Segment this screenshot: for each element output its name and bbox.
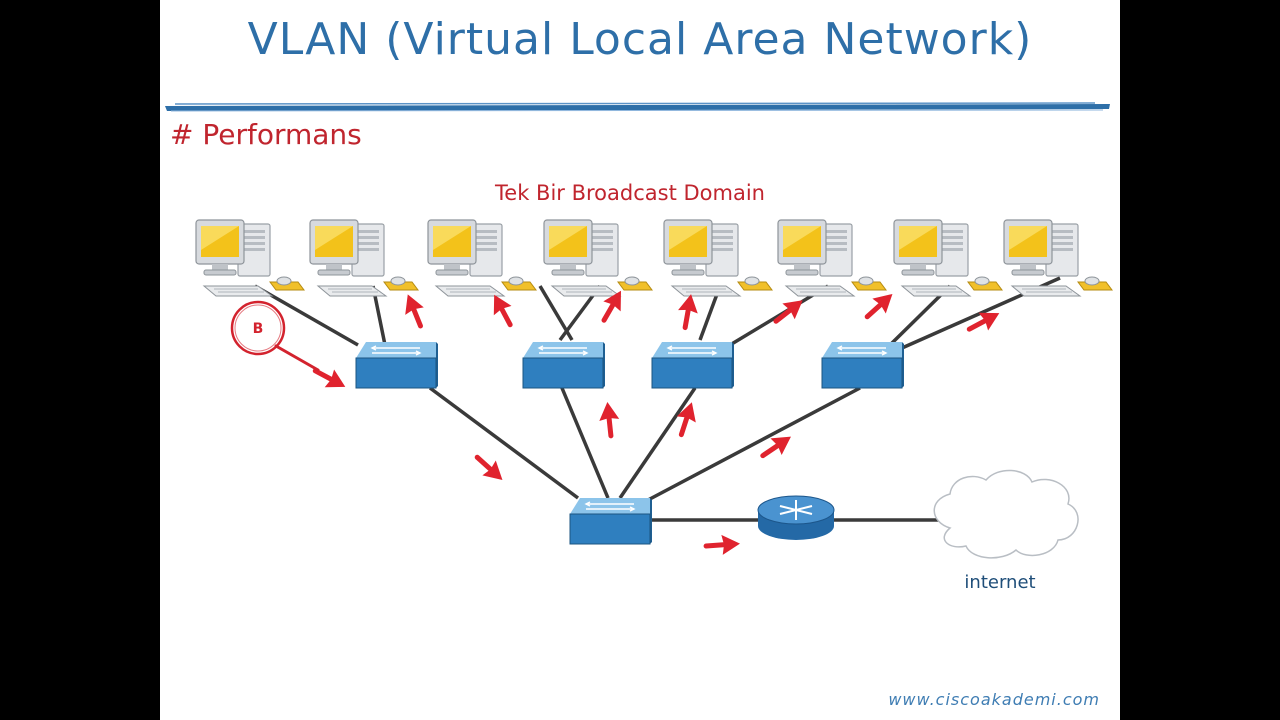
arrow-icon	[770, 292, 809, 329]
computer-icon	[427, 219, 537, 297]
arrow-icon	[861, 287, 900, 325]
arrow-icon	[471, 450, 510, 488]
switch-icon	[569, 497, 653, 545]
router-icon	[757, 495, 835, 540]
arrow-icon	[398, 291, 429, 330]
broadcast-domain-label: Tek Bir Broadcast Domain	[494, 181, 765, 205]
broadcast-label: B	[253, 321, 264, 337]
switch-icon	[522, 341, 606, 389]
slide: VLAN (Virtual Local Area Network) # Perf…	[160, 0, 1120, 720]
section-heading: # Performans	[170, 118, 362, 151]
page-title: VLAN (Virtual Local Area Network)	[247, 14, 1033, 65]
arrow-icon	[311, 362, 350, 396]
broadcast-marker: B	[230, 300, 320, 372]
computer-icon	[1003, 219, 1113, 297]
computer-icon	[195, 219, 305, 297]
network-diagram: B Tek Bir Broadcast Domain internet	[195, 181, 1113, 593]
computer-icon	[777, 219, 887, 297]
arrow-icon	[965, 304, 1004, 338]
internet-label: internet	[964, 572, 1035, 593]
computer-icon	[309, 219, 419, 297]
cables	[254, 276, 1061, 522]
footer-url: www.ciscoakademi.com	[888, 690, 1100, 709]
arrow-icon	[597, 401, 620, 437]
arrow-icon	[675, 292, 701, 329]
computer-icon	[543, 219, 653, 297]
switch-icon	[821, 341, 905, 389]
computer-icon	[663, 219, 773, 297]
cloud-icon	[933, 469, 1079, 559]
title-underline	[165, 102, 1110, 112]
switch-icon	[651, 341, 735, 389]
arrow-icon	[705, 534, 740, 556]
switch-icon	[355, 341, 439, 389]
computer-icon	[893, 219, 1003, 297]
